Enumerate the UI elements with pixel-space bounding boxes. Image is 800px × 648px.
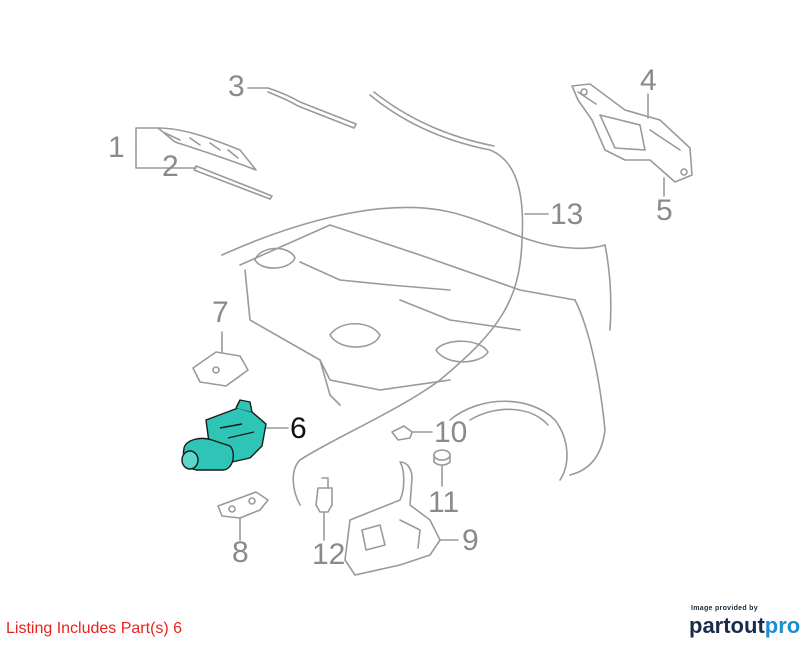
callout-12: 12 <box>312 538 346 571</box>
callout-6: 6 <box>290 412 307 445</box>
callout-13: 13 <box>550 198 584 231</box>
image-credit-label: Image provided by <box>691 605 758 612</box>
callout-2: 2 <box>162 150 179 183</box>
vehicle-body <box>221 206 612 481</box>
part-3-blade-insert[interactable] <box>267 87 357 129</box>
part-12-washer-pump[interactable] <box>315 477 333 521</box>
brand-part2: pro <box>764 613 800 638</box>
part-7-gasket[interactable] <box>192 351 249 387</box>
callout-1: 1 <box>108 131 125 164</box>
part-13-washer-hose[interactable] <box>292 91 524 506</box>
callout-10: 10 <box>434 416 468 449</box>
callout-7: 7 <box>212 296 229 329</box>
part-8-bracket[interactable] <box>217 491 269 519</box>
callout-9: 9 <box>462 524 479 557</box>
part-11-cap[interactable] <box>433 449 451 466</box>
callout-3: 3 <box>228 70 245 103</box>
callout-4: 4 <box>640 64 657 97</box>
callout-8: 8 <box>232 536 249 569</box>
listing-includes-text: Listing Includes Part(s) 6 <box>6 620 183 637</box>
partoutpro-logo: partoutpro <box>689 613 800 639</box>
part-4-wiper-linkage[interactable] <box>571 83 693 183</box>
callout-5: 5 <box>656 194 673 227</box>
callout-11: 11 <box>428 486 460 519</box>
part-9-washer-reservoir[interactable] <box>344 461 441 576</box>
leader-lines <box>135 87 665 541</box>
part-1-wiper-blade[interactable] <box>157 127 257 171</box>
part-10-grommet[interactable] <box>391 425 413 441</box>
part-2-wiper-arm[interactable] <box>193 165 273 200</box>
part-6-wiper-motor[interactable] <box>181 399 267 471</box>
brand-part1: partout <box>689 613 765 638</box>
